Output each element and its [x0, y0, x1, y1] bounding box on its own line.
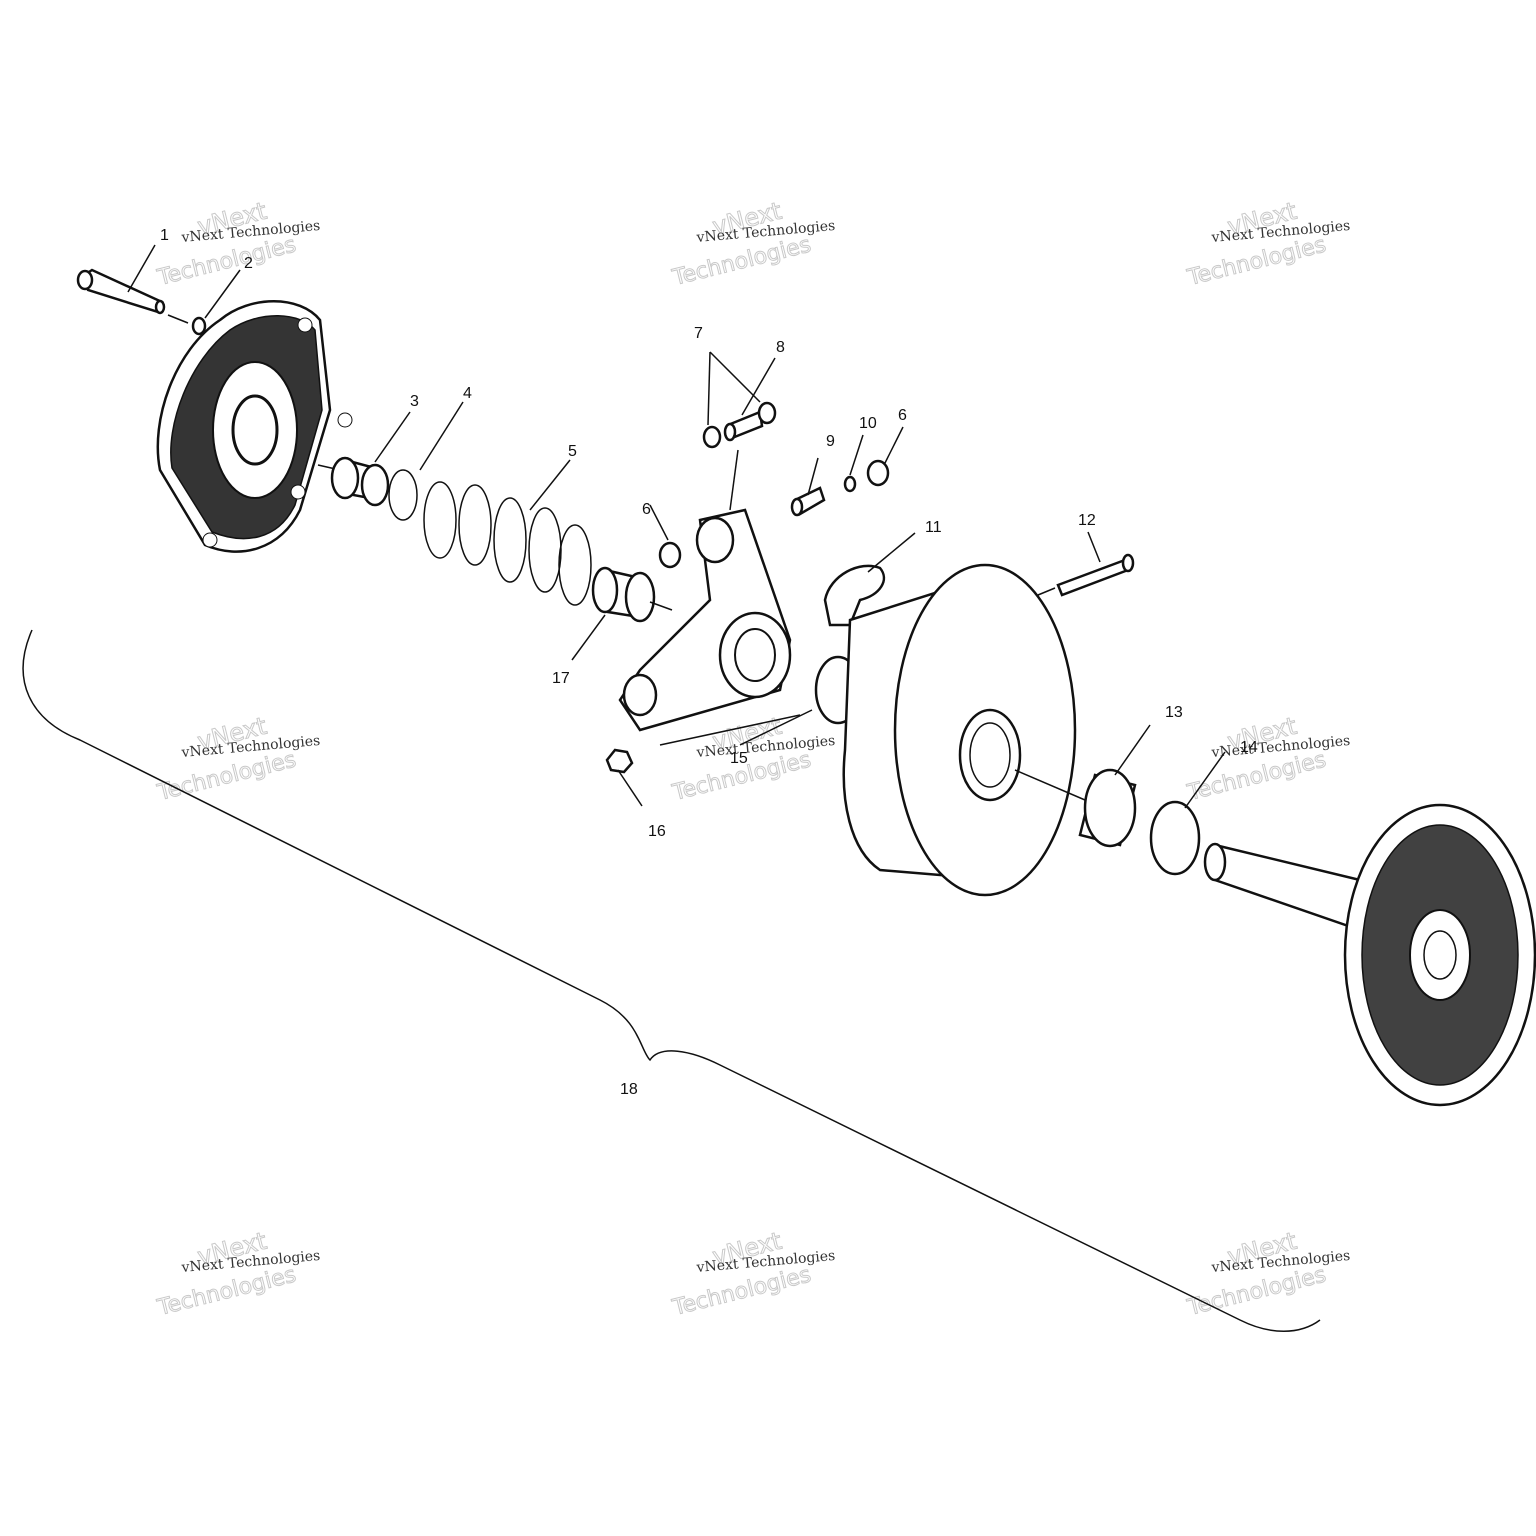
part-button — [658, 541, 682, 569]
callout-1: 1 — [160, 227, 169, 244]
watermark: vNext vNext Technologies Technologies — [1184, 196, 1351, 291]
part-pin-set — [702, 401, 777, 449]
watermark-group: vNext vNext Technologies Technologies vN… — [154, 196, 1351, 1321]
callout-10: 10 — [859, 415, 877, 432]
callout-3: 3 — [410, 393, 419, 410]
callout-8: 8 — [776, 339, 785, 356]
callout-4: 4 — [463, 385, 472, 402]
axis-line — [729, 449, 739, 511]
part-bolt — [76, 268, 166, 315]
callout-16: 16 — [648, 823, 666, 840]
part-weight — [823, 564, 886, 627]
axis-line — [1037, 587, 1056, 596]
leader-lines — [127, 244, 1226, 809]
callout-9: 9 — [826, 433, 835, 450]
watermark: vNext vNext Technologies Technologies — [669, 196, 836, 291]
part-fixed-sheave — [1203, 803, 1536, 1107]
callout-11: 11 — [925, 519, 942, 536]
part-button — [866, 459, 890, 487]
part-spider-arm — [618, 508, 792, 732]
callout-12: 12 — [1078, 512, 1096, 529]
callout-14: 14 — [1240, 739, 1258, 756]
watermark: vNext vNext Technologies Technologies — [1184, 1226, 1351, 1321]
watermark: vNext vNext Technologies Technologies — [154, 1226, 321, 1321]
callout-6-right: 6 — [898, 407, 907, 424]
callout-13: 13 — [1165, 704, 1183, 721]
part-pin-long — [1056, 553, 1135, 597]
part-washer-small — [843, 475, 857, 493]
axis-line — [167, 314, 189, 324]
axis-line — [649, 601, 673, 611]
callout-18: 18 — [620, 1081, 638, 1098]
assembly-brace — [22, 629, 1321, 1332]
callout-5: 5 — [568, 443, 577, 460]
part-cup — [591, 566, 656, 623]
watermark: vNext vNext Technologies Technologies — [669, 1226, 836, 1321]
part-nut — [605, 748, 634, 774]
watermark: vNext vNext Technologies Technologies — [154, 711, 321, 806]
part-bushing — [330, 456, 390, 507]
watermark: vNext vNext Technologies Technologies — [1184, 711, 1351, 806]
callout-labels: 1 2 3 4 5 6 7 8 9 10 6 11 12 17 15 16 13… — [160, 227, 1258, 1098]
axis-line — [659, 714, 801, 746]
part-washer — [191, 316, 207, 336]
callout-17: 17 — [552, 670, 570, 687]
axis-line — [1014, 769, 1086, 801]
part-ring-large — [1149, 800, 1201, 876]
part-bushing-large — [1078, 768, 1137, 848]
callout-2: 2 — [244, 255, 253, 272]
watermark: vNext vNext Technologies Technologies — [154, 196, 321, 291]
part-ring — [388, 469, 418, 521]
part-spring — [423, 481, 592, 606]
part-roller-pin — [790, 486, 826, 517]
callout-6-left: 6 — [642, 501, 651, 518]
callout-15: 15 — [730, 750, 748, 767]
part-cover-plate — [156, 300, 353, 553]
callout-7: 7 — [694, 325, 703, 342]
part-moveable-sheave — [842, 563, 1077, 897]
